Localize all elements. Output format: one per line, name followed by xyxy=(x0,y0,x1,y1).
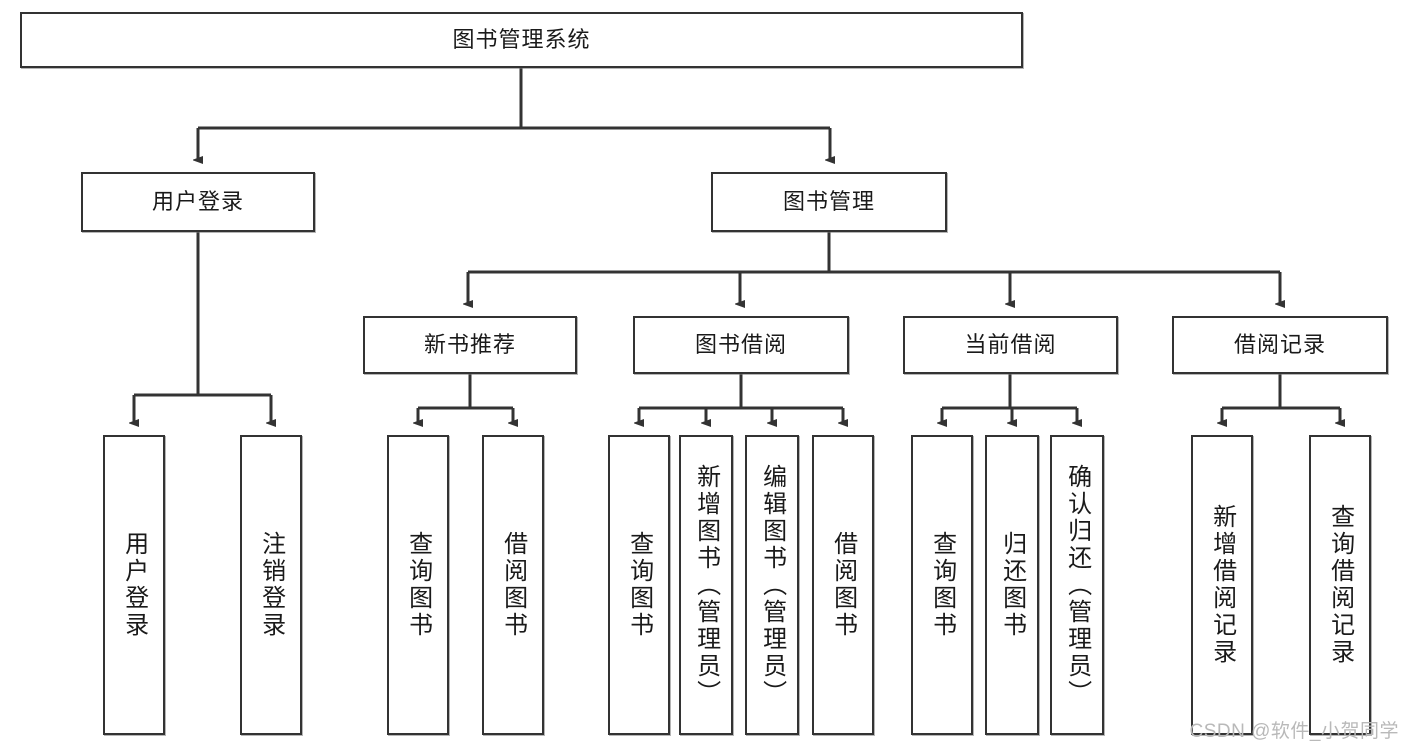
node-label: 图书借阅 xyxy=(694,331,787,357)
node-label: 查询图书 xyxy=(404,531,432,639)
node-leaf-query-book-current[interactable]: 查询图书 xyxy=(911,435,973,735)
node-leaf-query-borrow-record[interactable]: 查询借阅记录 xyxy=(1309,435,1371,735)
node-label: 新书推荐 xyxy=(423,331,516,357)
node-leaf-borrow-book-recommend[interactable]: 借阅图书 xyxy=(482,435,544,735)
node-label: 借阅图书 xyxy=(499,531,527,639)
node-label: 确认归还（管理员） xyxy=(1063,463,1091,707)
node-leaf-edit-book-admin[interactable]: 编辑图书（管理员） xyxy=(745,435,799,735)
node-current-borrow[interactable]: 当前借阅 xyxy=(903,316,1118,374)
node-label: 当前借阅 xyxy=(964,331,1057,357)
node-leaf-add-borrow-record[interactable]: 新增借阅记录 xyxy=(1191,435,1253,735)
node-label: 注销登录 xyxy=(257,531,285,639)
node-leaf-return-book[interactable]: 归还图书 xyxy=(985,435,1039,735)
node-book-management[interactable]: 图书管理 xyxy=(711,172,947,232)
node-leaf-user-login[interactable]: 用户登录 xyxy=(103,435,165,735)
node-label: 查询图书 xyxy=(928,531,956,639)
node-user-login[interactable]: 用户登录 xyxy=(81,172,315,232)
node-label: 用户登录 xyxy=(120,531,148,639)
node-root-book-management-system[interactable]: 图书管理系统 xyxy=(20,12,1023,68)
node-label: 查询借阅记录 xyxy=(1326,504,1354,666)
node-label: 图书管理系统 xyxy=(452,26,591,52)
node-leaf-query-book-borrow[interactable]: 查询图书 xyxy=(608,435,670,735)
node-leaf-confirm-return-admin[interactable]: 确认归还（管理员） xyxy=(1050,435,1104,735)
node-label: 新增图书（管理员） xyxy=(692,463,720,707)
node-new-book-recommend[interactable]: 新书推荐 xyxy=(363,316,577,374)
node-leaf-borrow-book[interactable]: 借阅图书 xyxy=(812,435,874,735)
node-borrow-record[interactable]: 借阅记录 xyxy=(1172,316,1388,374)
node-book-borrow[interactable]: 图书借阅 xyxy=(633,316,849,374)
node-label: 借阅图书 xyxy=(829,531,857,639)
node-label: 用户登录 xyxy=(151,188,244,214)
node-leaf-query-book-recommend[interactable]: 查询图书 xyxy=(387,435,449,735)
watermark: CSDN @软件_小贺同学 xyxy=(1189,721,1399,742)
node-label: 归还图书 xyxy=(998,531,1026,639)
node-label: 编辑图书（管理员） xyxy=(758,463,786,707)
node-leaf-user-logout[interactable]: 注销登录 xyxy=(240,435,302,735)
node-label: 图书管理 xyxy=(782,188,875,214)
node-leaf-add-book-admin[interactable]: 新增图书（管理员） xyxy=(679,435,733,735)
node-label: 借阅记录 xyxy=(1233,331,1326,357)
node-label: 查询图书 xyxy=(625,531,653,639)
node-label: 新增借阅记录 xyxy=(1208,504,1236,666)
